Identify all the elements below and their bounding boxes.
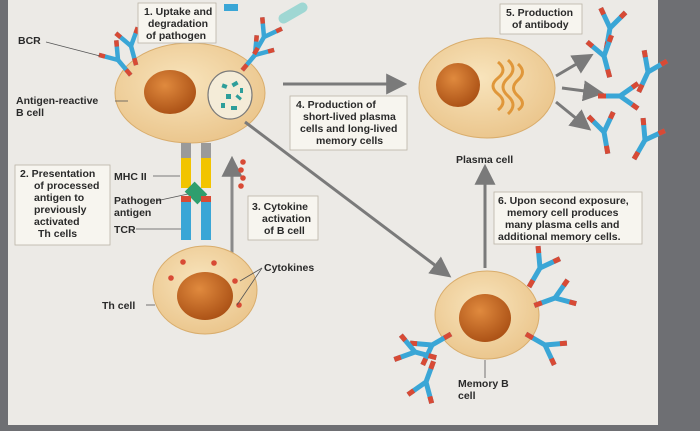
th-cell-nucleus [177, 272, 233, 320]
antibody-secretion-arrow [555, 100, 592, 131]
step-2-box [14, 164, 111, 246]
step-5-box [499, 3, 583, 35]
antibody-secretion-arrow [555, 53, 594, 78]
antigen-reactive-b-cell [114, 42, 266, 144]
degraded-pathogen-fragments [221, 80, 243, 110]
th-cell-label: Th cell [102, 300, 135, 312]
memory-b-cell [434, 270, 540, 360]
leader-lines [45, 41, 486, 378]
step-3-text: 3. Cytokine activation of B cell [252, 201, 314, 237]
antigen-reactive-label: Antigen-reactive [16, 95, 98, 107]
memory-b-label: Memory B [458, 378, 509, 390]
memory-cell-label: cell [458, 390, 476, 402]
endoplasmic-reticulum [491, 58, 524, 116]
step-6-text: 6. Upon second exposure, memory cell pro… [498, 195, 632, 243]
cytokine-dots [238, 159, 246, 189]
antigen-label: antigen [114, 207, 151, 219]
bcr-label: BCR [18, 35, 41, 47]
bcr-receptor-top [224, 4, 238, 11]
b-cell-nucleus [144, 70, 196, 114]
cytokines-label: Cytokines [264, 262, 314, 274]
step-5-text: 5. Production of antibody [506, 7, 576, 31]
step-4-box [289, 95, 408, 151]
mhc-ii-label: MHC II [114, 171, 147, 183]
step-3-box [247, 195, 319, 241]
plasma-cell-nucleus [436, 63, 480, 107]
plasma-cell-label: Plasma cell [456, 154, 513, 166]
antibody-secretion-arrow [561, 80, 605, 102]
pathogen-label: Pathogen [114, 195, 162, 207]
tcr-label: TCR [114, 224, 136, 236]
step-1-box [137, 2, 217, 44]
step-2-text: 2. Presentation of processed antigen to … [20, 168, 102, 240]
pathogen-icon [278, 2, 308, 24]
step-1-text: 1. Uptake and degradation of pathogen [144, 6, 215, 42]
plasma-cell [418, 37, 556, 139]
mhc-tcr-complex [181, 143, 211, 240]
arrow-to-memory-cell [244, 120, 452, 278]
step-6-box [493, 191, 643, 245]
step-4-text: 4. Production of short-lived plasma cell… [296, 99, 400, 147]
b-cell-label: B cell [16, 107, 44, 119]
memory-cell-nucleus [459, 294, 511, 342]
th-cell [152, 245, 258, 335]
